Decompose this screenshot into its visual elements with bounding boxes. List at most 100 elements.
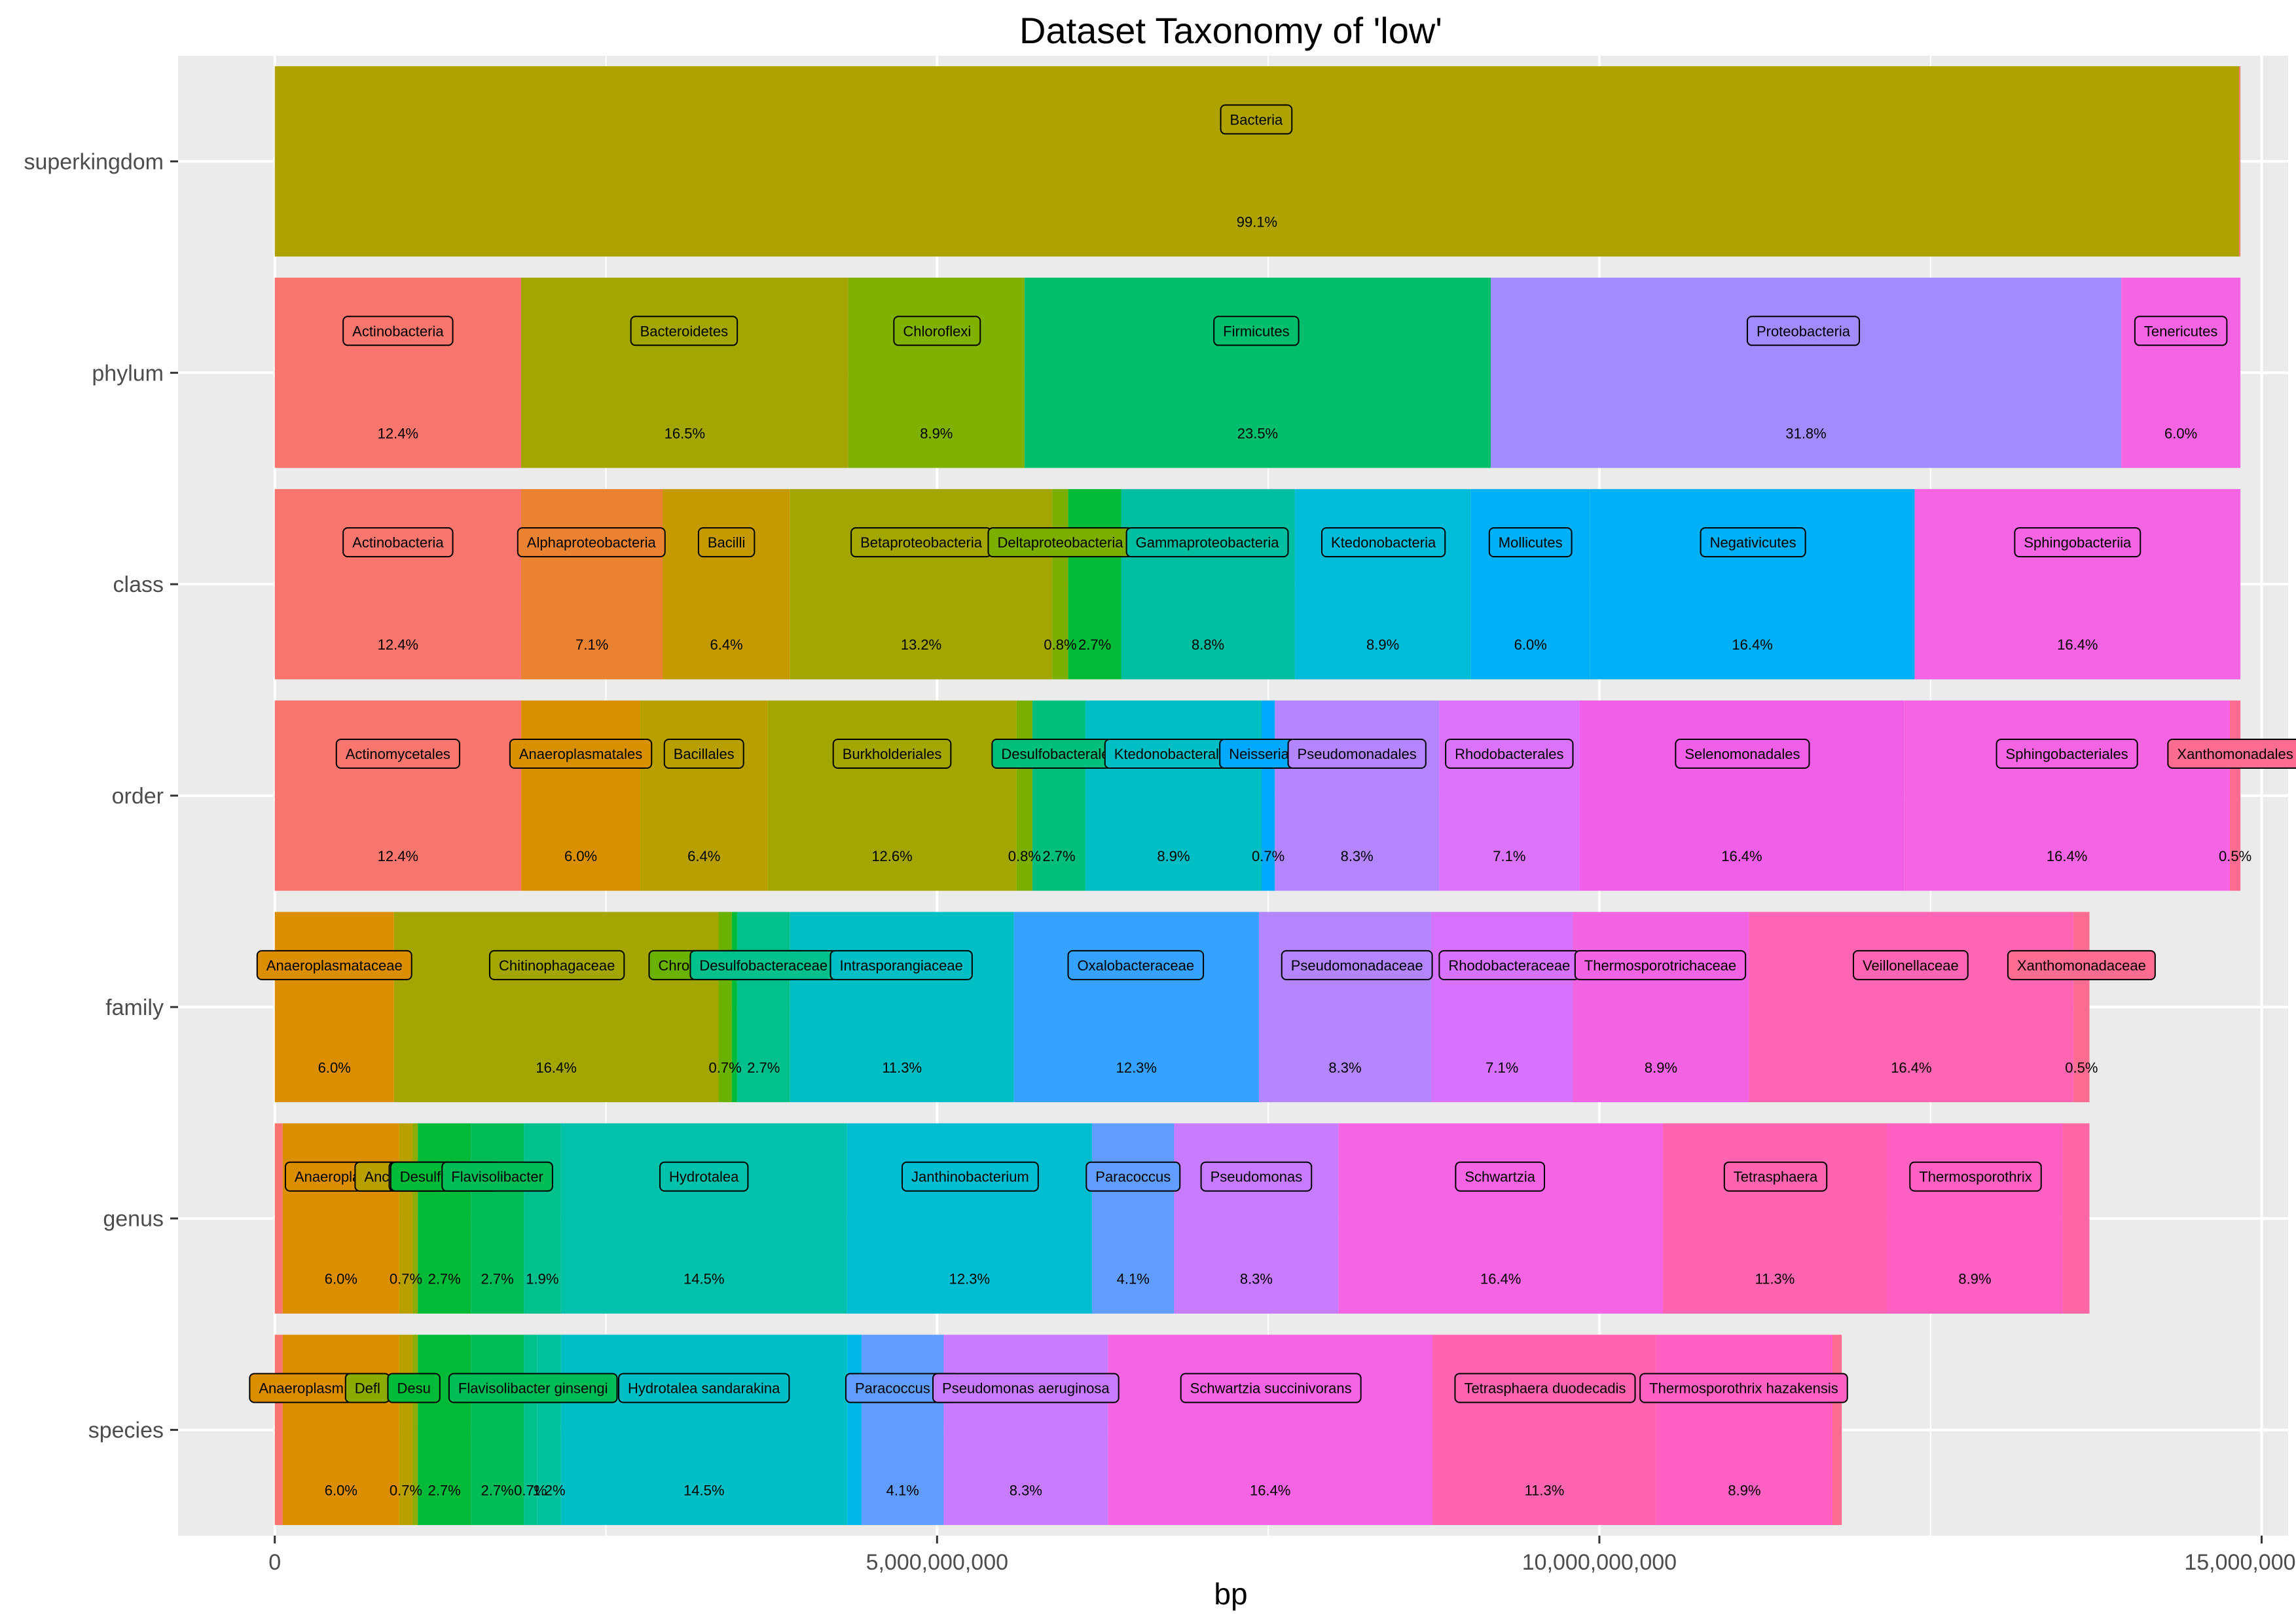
segment-name-label: Oxalobacteraceae	[1067, 950, 1205, 980]
bar-segment	[418, 1123, 471, 1314]
bar-segment	[1886, 1123, 2064, 1314]
bar-segment	[524, 1123, 561, 1314]
bar-segment	[393, 912, 719, 1103]
bar-segment	[560, 1123, 847, 1314]
segment-name-text: Flavisolibacter	[451, 1169, 543, 1185]
pct-label: 12.6%	[871, 848, 912, 864]
bar-segment	[847, 1335, 862, 1525]
pct-label: 16.4%	[2057, 637, 2098, 653]
pct-label: 16.4%	[2047, 848, 2087, 864]
x-tick-label: 15,000,000,000	[2184, 1550, 2296, 1575]
segment-name-text: Hydrotalea	[669, 1169, 739, 1185]
pct-label: 16.4%	[1480, 1271, 1521, 1287]
pct-label: 8.3%	[1240, 1271, 1273, 1287]
pct-label: 6.0%	[325, 1271, 357, 1287]
pct-label: 8.9%	[1366, 637, 1399, 653]
pct-label: 6.4%	[710, 637, 743, 653]
bar-segment	[274, 700, 522, 891]
segment-name-label: Alphaproteobacteria	[517, 527, 666, 558]
segment-label-box	[387, 1373, 441, 1403]
segment-name-label: Anaeroplasmatales	[509, 739, 653, 769]
segment-name-text: Bacteroidetes	[640, 323, 729, 339]
segment-label-box	[2014, 527, 2141, 558]
segment-name-text: Pseudomonas	[1211, 1169, 1303, 1185]
segment-label-box	[1180, 1373, 1362, 1403]
segment-name-label: Pseudomonas aeruginosa	[932, 1373, 1120, 1403]
bar-segment	[1121, 489, 1295, 680]
segment-name-text: Firmicutes	[1223, 323, 1289, 339]
pct-label: 0.8%	[1008, 848, 1041, 864]
segment-name-label: Actinobacteria	[342, 316, 454, 346]
segment-name-text: Janthinobacterium	[911, 1169, 1029, 1185]
pct-label: 16.5%	[665, 425, 705, 441]
segment-name-label: Chitinophagaceae	[488, 950, 625, 980]
pct-label: 8.9%	[920, 425, 953, 441]
pct-labels: 99.1%12.4%16.5%8.9%23.5%31.8%6.0%12.4%7.…	[318, 213, 2251, 1498]
segment-name-label: Hydrotalea	[659, 1161, 749, 1192]
segment-name-label: Rhodobacteraceae	[1438, 950, 1580, 980]
bar-segment	[1432, 1335, 1656, 1525]
segment-name-text: Tetrasphaera	[1734, 1169, 1818, 1185]
segment-name-label: Actinobacteria	[342, 527, 454, 558]
segment-label-box	[1639, 1373, 1848, 1403]
segment-label-box	[1995, 739, 2138, 769]
segment-name-text: Tenericutes	[2144, 323, 2218, 339]
pct-label: 8.3%	[1328, 1060, 1361, 1076]
bar-segment	[282, 1335, 399, 1525]
segment-name-label: Bacteroidetes	[630, 316, 738, 346]
segment-name-label: Pseudomonadales	[1287, 739, 1427, 769]
pct-label: 14.5%	[683, 1483, 724, 1499]
bar-segment	[471, 1335, 524, 1525]
pct-label: 2.7%	[747, 1060, 780, 1076]
bar-segment	[1904, 700, 2230, 891]
segment-label-box	[1321, 527, 1446, 558]
segment-name-text: Anaeroplasmatales	[519, 746, 642, 762]
segment-label-box	[1455, 1161, 1545, 1192]
pct-label: 6.0%	[318, 1060, 351, 1076]
pct-label: 1.9%	[526, 1271, 558, 1287]
pct-label: 8.9%	[1157, 848, 1190, 864]
segment-name-label: Desulfobacteraceae	[689, 950, 838, 980]
y-tick-label: phylum	[92, 361, 164, 386]
segment-name-label: Proteobacteria	[1746, 316, 1861, 346]
segment-name-text: Bacteria	[1230, 111, 1283, 128]
x-axis-title: bp	[1214, 1577, 1247, 1611]
segment-name-label: Flavisolibacter ginsengi	[448, 1373, 618, 1403]
pct-label: 2.7%	[481, 1271, 514, 1287]
bar-segment	[1174, 1123, 1339, 1314]
segment-label-box	[1220, 104, 1293, 135]
bar-segment	[1092, 1123, 1175, 1314]
segment-name-text: Ktedonobacteria	[1331, 534, 1436, 551]
segment-name-label: Schwartzia succinivorans	[1180, 1373, 1362, 1403]
segment-name-text: Actinobacteria	[352, 534, 444, 551]
bar-segment	[1491, 278, 2122, 468]
segment-name-label: Veillonellaceae	[1852, 950, 1969, 980]
y-tick-label: species	[88, 1418, 164, 1443]
segment-name-label: Anaeroplasmataceae	[256, 950, 412, 980]
segment-name-label: Desu	[387, 1373, 441, 1403]
pct-label: 0.7%	[1252, 848, 1285, 864]
segment-label-box	[932, 1373, 1120, 1403]
pct-label: 6.0%	[2164, 425, 2197, 441]
pct-label: 0.7%	[390, 1483, 422, 1499]
segment-name-label: Sphingobacteriales	[1995, 739, 2138, 769]
segment-name-text: Desu	[397, 1380, 430, 1397]
bar-segment	[737, 912, 790, 1103]
bar-segment	[1663, 1123, 1887, 1314]
segment-name-text: Xanthomonadaceae	[2017, 957, 2146, 974]
segment-name-text: Anaeroplasm	[259, 1380, 344, 1397]
segment-label-box	[1454, 1373, 1636, 1403]
pct-label: 6.0%	[325, 1483, 357, 1499]
pct-label: 0.8%	[1044, 637, 1076, 653]
bar-segment	[1439, 700, 1580, 891]
bar-segment	[412, 1123, 418, 1314]
segment-name-text: Sphingobacteriia	[2024, 534, 2132, 551]
pct-label: 8.8%	[1192, 637, 1224, 653]
bar-segment	[418, 1335, 471, 1525]
pct-label: 12.4%	[378, 425, 418, 441]
segment-name-text: Alphaproteobacteria	[527, 534, 657, 551]
segment-name-text: Actinobacteria	[352, 323, 444, 339]
pct-label: 0.5%	[2065, 1060, 2098, 1076]
segment-name-text: Schwartzia	[1465, 1169, 1535, 1185]
y-tick-label: class	[113, 572, 164, 597]
